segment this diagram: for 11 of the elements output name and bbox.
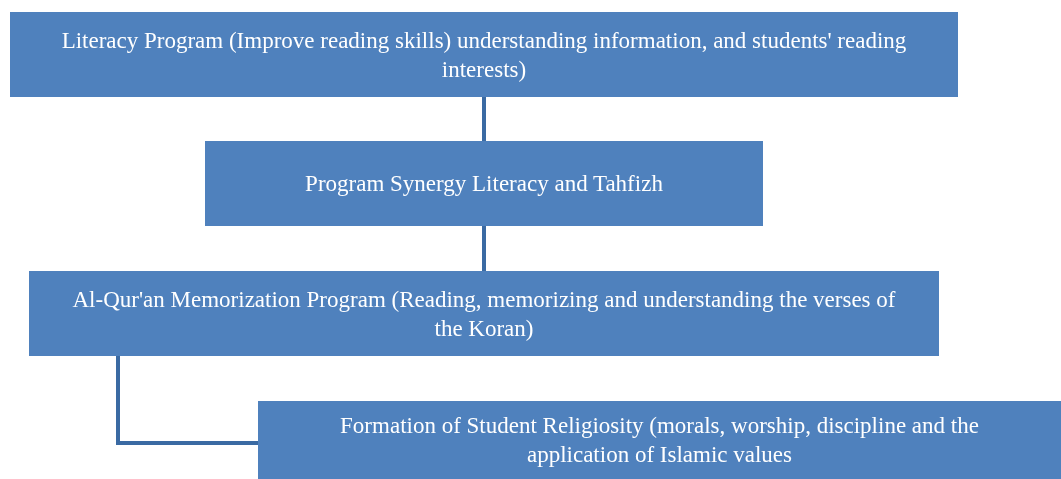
connector-line (482, 97, 486, 141)
box-text: Program Synergy Literacy and Tahfizh (305, 170, 663, 198)
connector-line (482, 226, 486, 271)
box-text: Al-Qur'an Memorization Program (Reading, memorizing and understanding the verses of the Koran) (71, 285, 897, 343)
box-text: Literacy Program (Improve reading skills) understanding information, and students' reading interests) (60, 26, 908, 84)
process-box (10, 12, 958, 97)
process-box (205, 141, 763, 226)
process-box (29, 271, 939, 356)
connector-line (116, 356, 258, 446)
process-box (258, 401, 1061, 479)
box-text: Formation of Student Religiosity (morals, worship, discipline and the application of Islamic values (339, 412, 980, 469)
